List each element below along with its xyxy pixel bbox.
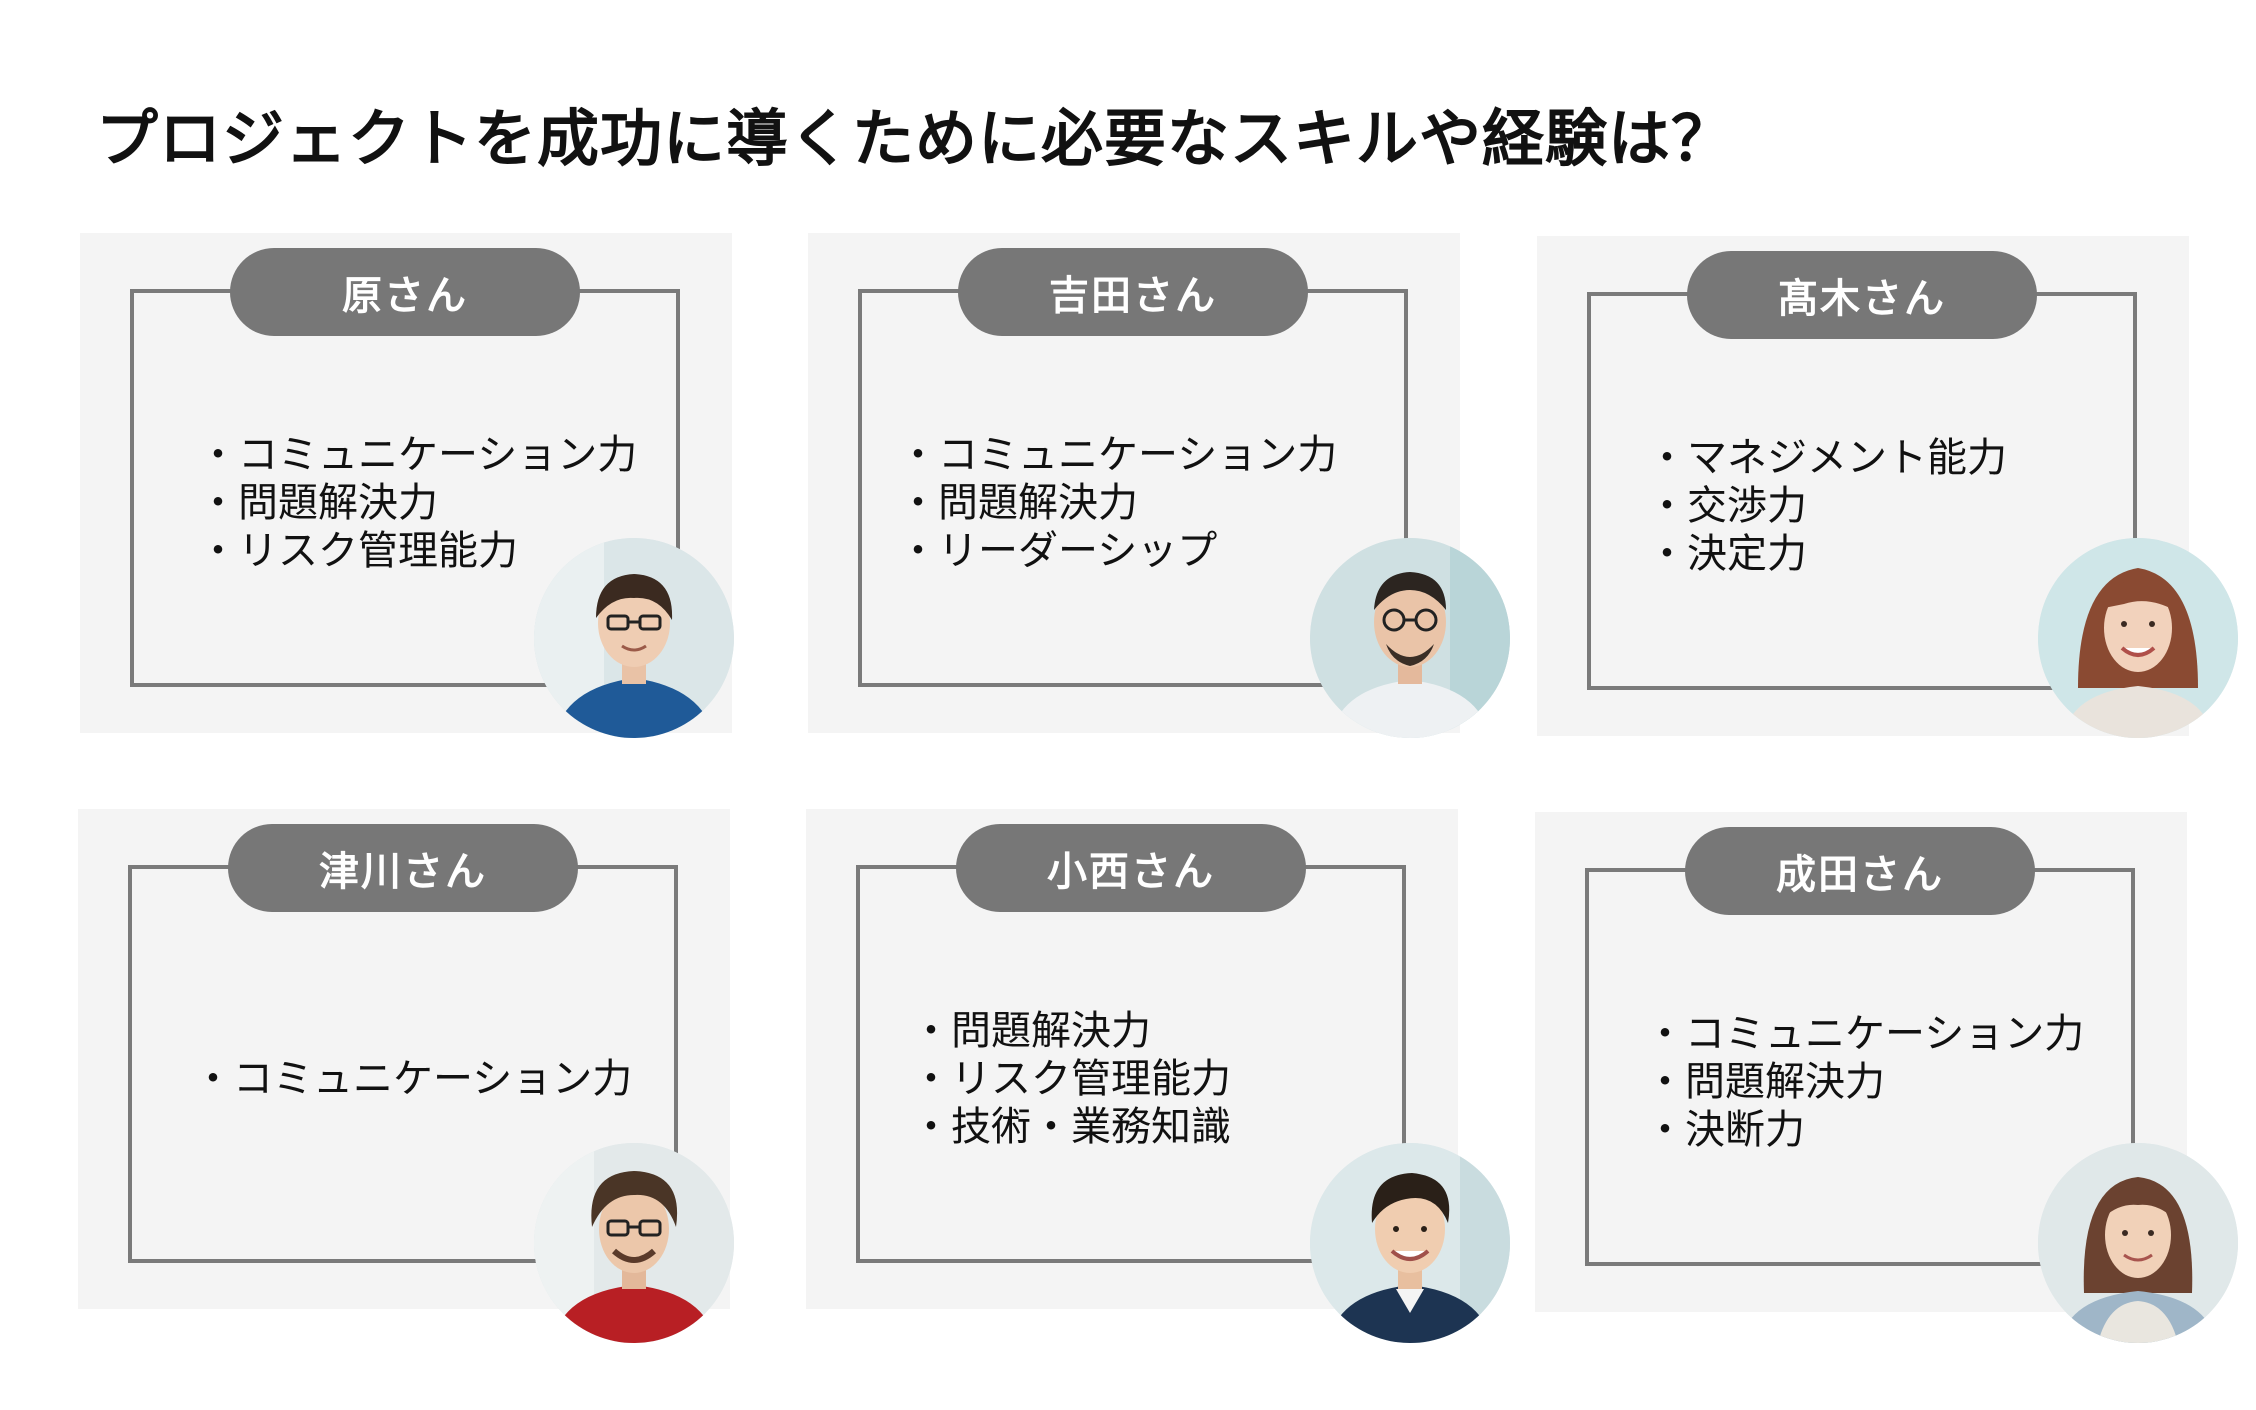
avatar-illustration xyxy=(2038,1143,2238,1343)
skill-item: コミュニケーション力 xyxy=(198,431,712,479)
skill-item: リーダーシップ xyxy=(898,527,1440,575)
person-photo-icon xyxy=(534,1143,734,1343)
skill-item: 交渉力 xyxy=(1647,482,2169,530)
person-card-hara: 原さん コミュニケーション力 問題解決力 リスク管理能力 xyxy=(80,233,732,733)
page-title: プロジェクトを成功に導くために必要なスキルや経験は？ xyxy=(96,102,1735,175)
skill-item: 問題解決力 xyxy=(1645,1058,2167,1106)
name-badge: 吉田さん xyxy=(958,248,1308,336)
skill-list: コミュニケーション力 問題解決力 リスク管理能力 xyxy=(198,233,712,733)
person-card-narita: 成田さん コミュニケーション力 問題解決力 決断力 xyxy=(1535,812,2187,1312)
avatar-illustration xyxy=(2038,538,2238,738)
avatar-illustration xyxy=(1310,538,1510,738)
skill-item: 決定力 xyxy=(1647,530,2169,578)
avatar-illustration xyxy=(534,538,734,738)
skill-item: コミュニケーション力 xyxy=(193,1055,710,1103)
person-photo-icon xyxy=(1310,538,1510,738)
person-photo-icon xyxy=(534,538,734,738)
skill-item: 問題解決力 xyxy=(198,479,712,527)
name-badge: 成田さん xyxy=(1685,827,2035,915)
skill-list: コミュニケーション力 問題解決力 リーダーシップ xyxy=(898,233,1440,733)
skill-item: リスク管理能力 xyxy=(911,1055,1438,1103)
skill-item: コミュニケーション力 xyxy=(1645,1010,2167,1058)
skill-item: 技術・業務知識 xyxy=(911,1103,1438,1151)
skill-list: マネジメント能力 交渉力 決定力 xyxy=(1647,236,2169,736)
skill-list: コミュニケーション力 問題解決力 決断力 xyxy=(1645,812,2167,1312)
skill-list: コミュニケーション力 xyxy=(193,809,710,1309)
name-badge: 津川さん xyxy=(228,824,578,912)
skill-item: リスク管理能力 xyxy=(198,527,712,575)
skill-list: 問題解決力 リスク管理能力 技術・業務知識 xyxy=(911,809,1438,1309)
person-photo-icon xyxy=(2038,1143,2238,1343)
person-card-konishi: 小西さん 問題解決力 リスク管理能力 技術・業務知識 xyxy=(806,809,1458,1309)
name-badge: 髙木さん xyxy=(1687,251,2037,339)
person-photo-icon xyxy=(2038,538,2238,738)
avatar-illustration xyxy=(1310,1143,1510,1343)
name-badge: 小西さん xyxy=(956,824,1306,912)
avatar-illustration xyxy=(534,1143,734,1343)
skill-item: 決断力 xyxy=(1645,1106,2167,1154)
name-badge: 原さん xyxy=(230,248,580,336)
skill-item: マネジメント能力 xyxy=(1647,434,2169,482)
person-photo-icon xyxy=(1310,1143,1510,1343)
skill-item: 問題解決力 xyxy=(911,1007,1438,1055)
skill-item: 問題解決力 xyxy=(898,479,1440,527)
skill-item: コミュニケーション力 xyxy=(898,431,1440,479)
